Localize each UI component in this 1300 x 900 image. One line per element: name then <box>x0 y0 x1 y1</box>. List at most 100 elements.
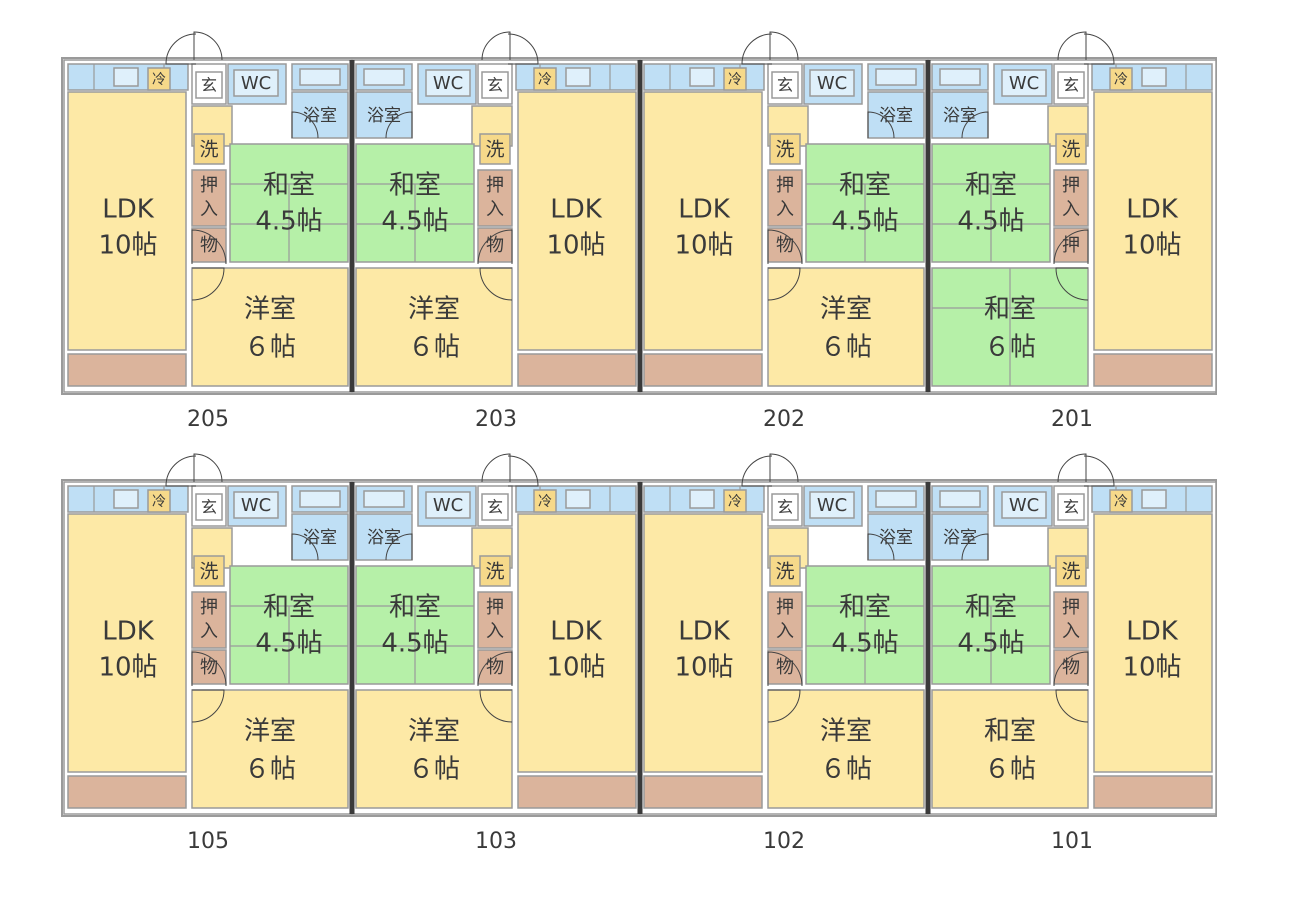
closet-char-2: 入 <box>200 621 218 642</box>
ldk-size: 10帖 <box>546 653 605 683</box>
second-room-size: ６帖 <box>408 755 460 785</box>
entry-door-icon <box>1083 33 1115 65</box>
wc-fixture <box>425 69 471 97</box>
entry-label: 玄 <box>777 76 793 95</box>
second-room-size: ６帖 <box>244 755 296 785</box>
storage-label: 物 <box>776 235 794 256</box>
closet-door-icon <box>477 229 513 265</box>
bath-room <box>931 513 989 561</box>
room-ldk <box>643 513 763 773</box>
fridge-mark-box <box>533 489 557 513</box>
sink-icon <box>689 67 715 87</box>
front-door-icon <box>193 453 223 483</box>
balcony <box>643 353 763 387</box>
bath-room <box>931 91 989 139</box>
bath-door-icon <box>291 111 319 139</box>
wc-label: WC <box>817 73 847 94</box>
washitsu-label: 和室 <box>965 171 1017 201</box>
bath-door-icon <box>291 533 319 561</box>
entry-door-icon <box>165 33 197 65</box>
entry-label-box <box>481 493 509 521</box>
sink-icon <box>1141 489 1167 509</box>
second-room-size: ６帖 <box>244 333 296 363</box>
front-door-icon <box>769 453 799 483</box>
tub-icon <box>939 68 981 86</box>
wc-label: WC <box>817 495 847 516</box>
room-door-icon <box>479 267 513 301</box>
fridge-mark: 冷 <box>152 72 166 88</box>
ldk-size: 10帖 <box>674 653 733 683</box>
front-door-icon <box>1057 31 1087 61</box>
ldk-label: LDK <box>102 195 155 225</box>
second-room-label: 和室 <box>984 717 1036 747</box>
fridge-mark-box <box>723 489 747 513</box>
front-door-icon <box>769 31 799 61</box>
wash-label-box <box>1055 133 1087 165</box>
second-room-label: 洋室 <box>408 295 460 325</box>
washitsu-label: 和室 <box>839 171 891 201</box>
room-door-icon <box>191 689 225 723</box>
second-room-label: 和室 <box>984 295 1036 325</box>
wc-label: WC <box>433 73 463 94</box>
room-ldk <box>517 513 637 773</box>
storage-label: 物 <box>200 657 218 678</box>
ldk-size: 10帖 <box>546 231 605 261</box>
closet-char-1: 押 <box>200 597 218 618</box>
room-door-icon <box>479 689 513 723</box>
closet-char-2: 入 <box>1062 621 1080 642</box>
balcony <box>517 775 637 809</box>
washitsu-size: 4.5帖 <box>381 629 448 659</box>
room-second <box>355 689 513 809</box>
second-room-label: 洋室 <box>820 717 872 747</box>
bath-door-icon <box>961 111 989 139</box>
closet-char-1: 押 <box>486 597 504 618</box>
fridge-mark-box <box>533 67 557 91</box>
entry-label-box <box>771 71 799 99</box>
fridge-mark-box <box>147 489 171 513</box>
fridge-mark-box <box>147 67 171 91</box>
room-second <box>767 689 925 809</box>
closet-char-2: 入 <box>1062 199 1080 220</box>
wc-label: WC <box>1009 73 1039 94</box>
front-door-icon <box>481 31 511 61</box>
wc-label: WC <box>241 73 271 94</box>
closet-door-icon <box>767 651 803 687</box>
wc-fixture <box>1001 491 1047 519</box>
sink-icon <box>565 67 591 87</box>
balcony <box>1093 353 1213 387</box>
closet-char-1: 押 <box>776 597 794 618</box>
wash-label-box <box>1055 555 1087 587</box>
fridge-mark: 冷 <box>728 72 742 88</box>
ldk-size: 10帖 <box>1122 653 1181 683</box>
washitsu-size: 4.5帖 <box>255 207 322 237</box>
wash-label: 洗 <box>199 139 218 161</box>
bath-door-icon <box>867 111 895 139</box>
entry-label: 玄 <box>1063 498 1079 517</box>
closet <box>477 169 513 227</box>
ldk-size: 10帖 <box>98 231 157 261</box>
closet <box>477 591 513 649</box>
sink-icon <box>113 67 139 87</box>
closet-door-icon <box>191 651 227 687</box>
unit-number: 202 <box>763 407 805 432</box>
entry-door-icon <box>741 455 773 487</box>
fridge-mark-box <box>723 67 747 91</box>
wc-fixture <box>809 491 855 519</box>
entry-label: 玄 <box>201 498 217 517</box>
ldk-size: 10帖 <box>674 231 733 261</box>
bath-label: 浴室 <box>367 528 401 548</box>
wash-label-box <box>479 133 511 165</box>
storage-label: 物 <box>200 235 218 256</box>
unit-number: 203 <box>475 407 517 432</box>
storage-label: 物 <box>486 235 504 256</box>
bath-room <box>291 513 349 561</box>
closet <box>191 169 227 227</box>
second-room-label: 洋室 <box>408 717 460 747</box>
closet-char-2: 入 <box>200 199 218 220</box>
bath-room <box>867 513 925 561</box>
